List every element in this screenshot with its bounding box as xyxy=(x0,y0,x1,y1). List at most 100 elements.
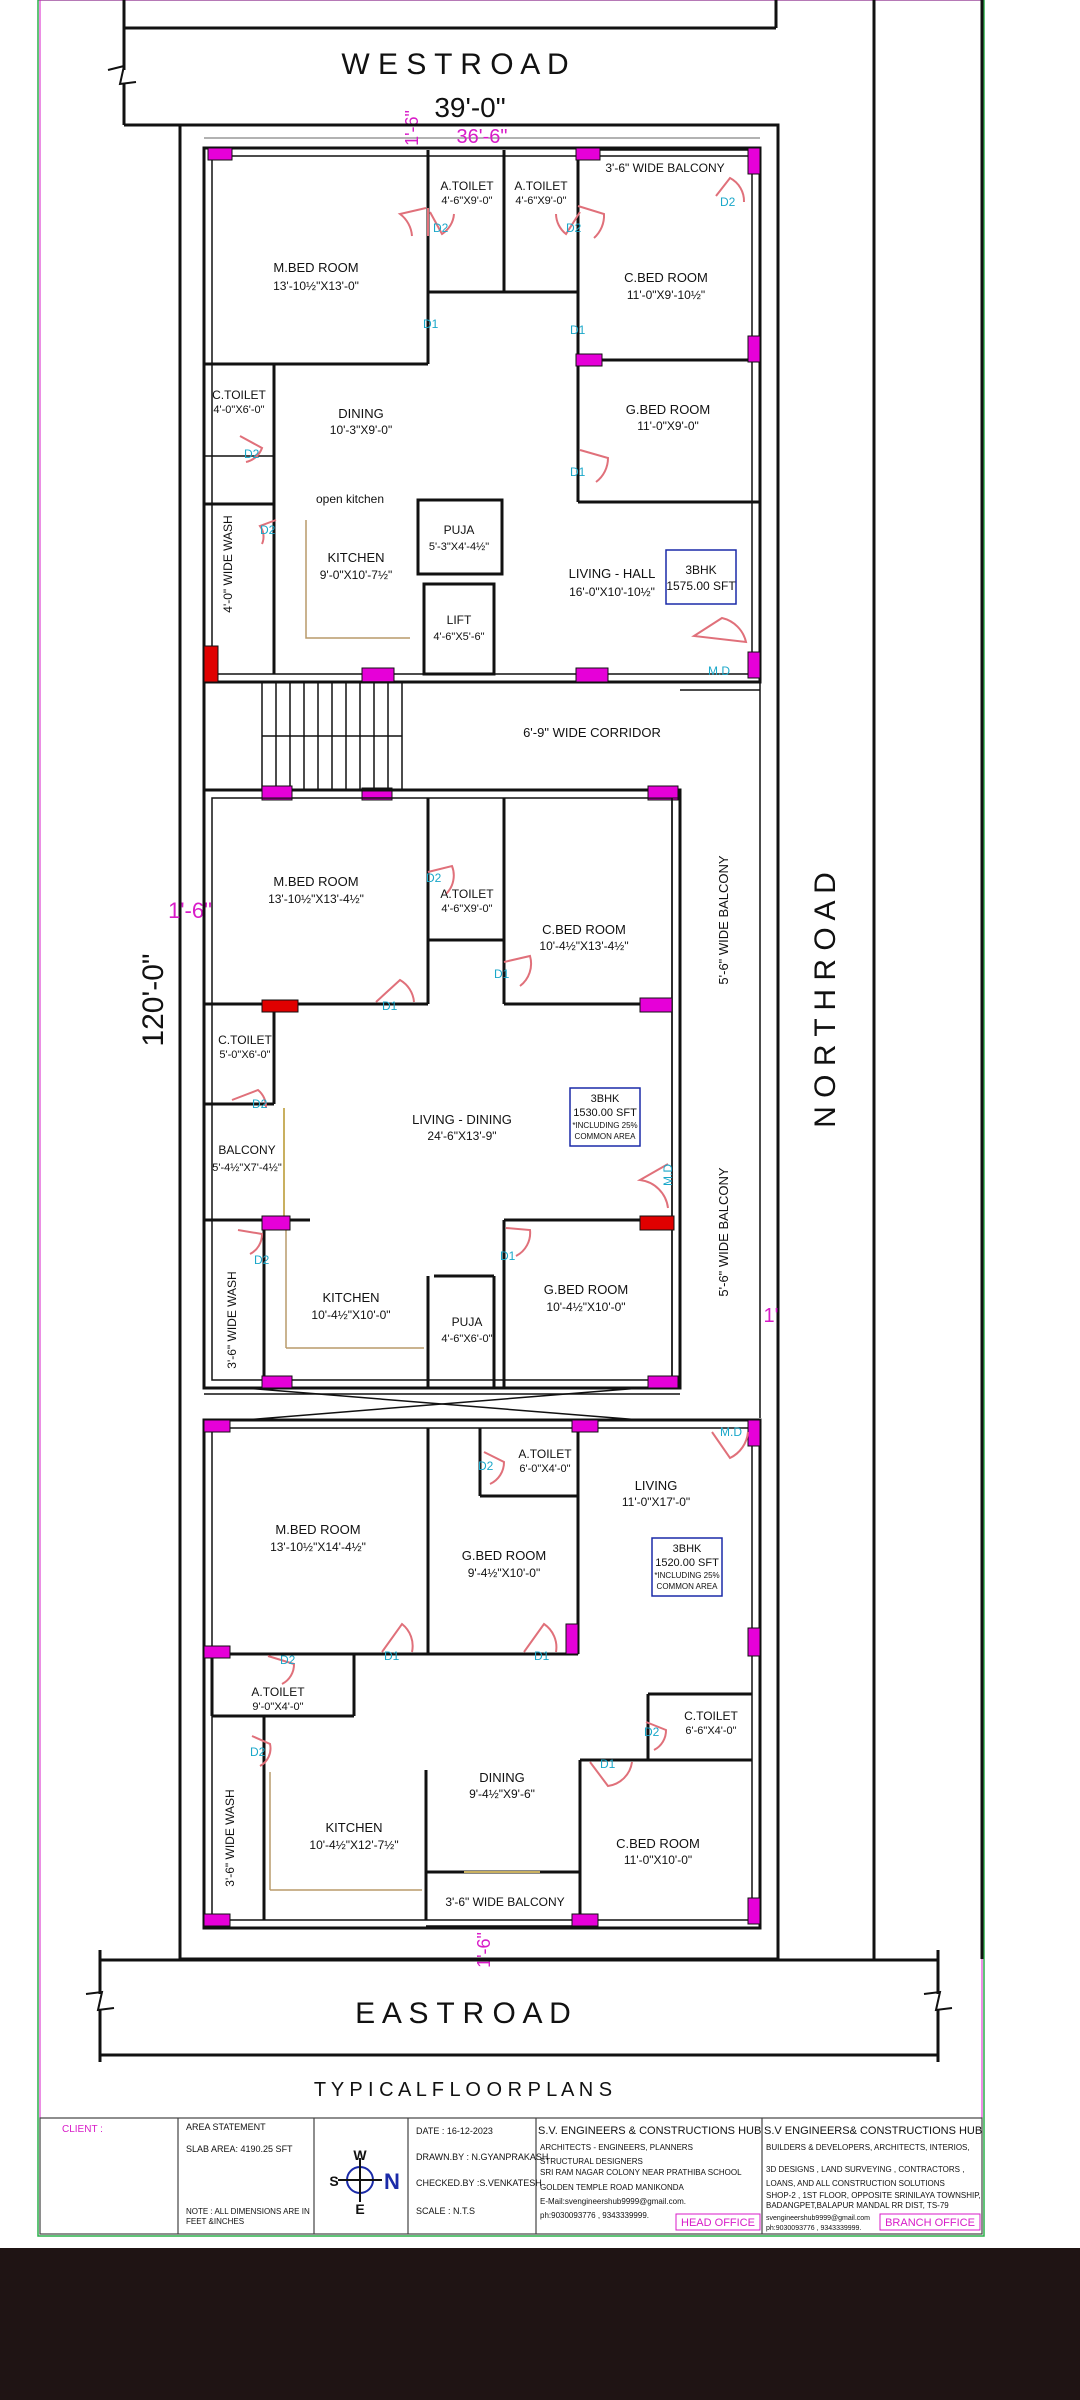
u3-wash: 3'-6" WIDE WASH xyxy=(223,1789,237,1886)
u2-badge-note1: *INCLUDING 25% xyxy=(572,1121,637,1130)
branch-office-label: BRANCH OFFICE xyxy=(885,2217,975,2229)
svg-text:D2: D2 xyxy=(720,195,736,209)
svg-text:M.D: M.D xyxy=(720,1425,742,1439)
svg-text:M.D: M.D xyxy=(661,1164,675,1186)
branch-name: S.V ENGINEERS& CONSTRUCTIONS HUB xyxy=(764,2125,982,2137)
svg-text:D1: D1 xyxy=(570,465,586,479)
svg-text:D1: D1 xyxy=(423,317,439,331)
u2-c-bed-name: C.BED ROOM xyxy=(542,922,626,937)
dimension-note-2: FEET &INCHES xyxy=(186,2217,244,2226)
branch-line-5: BADANGPET,BALAPUR MANDAL RR DIST, TS-79 xyxy=(766,2201,949,2210)
u2-a-toilet-size: 4'-6"X9'-0" xyxy=(441,903,492,915)
u1-a-toilet-2-name: A.TOILET xyxy=(514,179,568,193)
u3-badge-area: 1520.00 SFT xyxy=(655,1557,719,1569)
u1-wash: 4'-0" WIDE WASH xyxy=(221,515,235,612)
u1-a-toilet-1-name: A.TOILET xyxy=(440,179,494,193)
u2-side-balcony-2: 5'-6" WIDE BALCONY xyxy=(716,1167,731,1297)
u1-a-toilet-2-size: 4'-6"X9'-0" xyxy=(515,195,566,207)
u2-puja-name: PUJA xyxy=(452,1315,483,1329)
drawing-date: DATE : 16-12-2023 xyxy=(416,2126,493,2136)
u2-c-bed-size: 10'-4½"X13'-4½" xyxy=(539,939,628,953)
unit-3: D2 M.D D1 D1 D2 D2 D2 D1 A.TOILET 6'-0"X… xyxy=(202,1418,762,1968)
company-line-6: ph:9030093776 , 9343339999. xyxy=(540,2211,649,2220)
north-road-label: N O R T H R O A D xyxy=(809,872,842,1128)
svg-text:N: N xyxy=(384,2169,400,2194)
u1-badge-type: 3BHK xyxy=(685,563,716,577)
u3-living-name: LIVING xyxy=(635,1478,678,1493)
stair-corridor: 6'-9" WIDE CORRIDOR xyxy=(202,681,680,801)
u1-living-name: LIVING - HALL xyxy=(569,566,656,581)
svg-text:D1: D1 xyxy=(500,1249,516,1263)
u2-g-bed-name: G.BED ROOM xyxy=(544,1282,629,1297)
u2-area-badge xyxy=(569,1087,641,1147)
branch-line-1: BUILDERS & DEVELOPERS, ARCHITECTS, INTER… xyxy=(766,2143,970,2152)
u1-c-bed-size: 11'-0"X9'-10½" xyxy=(627,288,705,302)
sheet-border xyxy=(37,0,985,2237)
u2-c-toilet-name: C.TOILET xyxy=(218,1033,272,1047)
u1-c-bed-name: C.BED ROOM xyxy=(624,270,708,285)
svg-text:D2: D2 xyxy=(433,221,449,235)
floor-plan-drawing: W E S T R O A D 39'-0" 36'-6" 1'-6" 120'… xyxy=(37,0,985,2237)
u2-side-balcony-1: 5'-6" WIDE BALCONY xyxy=(716,855,731,985)
svg-text:D2: D2 xyxy=(280,1653,296,1667)
dim-top-offset: 1'-6" xyxy=(402,110,422,146)
svg-text:D2: D2 xyxy=(644,1725,660,1739)
u3-a-toilet-name: A.TOILET xyxy=(251,1685,305,1699)
u2-c-toilet-size: 5'-0"X6'-0" xyxy=(219,1049,270,1061)
u2-a-toilet-name: A.TOILET xyxy=(440,887,494,901)
u3-dining-name: DINING xyxy=(479,1770,525,1785)
dim-bottom-offset: 1'-6" xyxy=(474,1932,494,1968)
u1-kitchen-name: KITCHEN xyxy=(327,550,384,565)
branch-line-3: LOANS, AND ALL CONSTRUCTION SOLUTIONS xyxy=(766,2179,945,2188)
svg-text:E: E xyxy=(355,2201,364,2217)
title-block: CLIENT : AREA STATEMENT SLAB AREA: 4190.… xyxy=(39,2117,983,2235)
dim-top-outer: 39'-0" xyxy=(434,92,505,123)
company-line-2: STRUCTURAL DESIGNERS xyxy=(540,2157,643,2166)
svg-text:D1: D1 xyxy=(570,323,586,337)
svg-text:S: S xyxy=(329,2173,338,2189)
u1-a-toilet-1-size: 4'-6"X9'-0" xyxy=(441,195,492,207)
company-name: S.V. ENGINEERS & CONSTRUCTIONS HUB xyxy=(538,2125,761,2137)
u3-kitchen-name: KITCHEN xyxy=(325,1820,382,1835)
svg-text:M.D: M.D xyxy=(708,664,730,678)
svg-text:D1: D1 xyxy=(382,999,398,1013)
u3-a-toilet-size: 9'-0"X4'-0" xyxy=(252,1701,303,1713)
u1-dining-name: DINING xyxy=(338,406,384,421)
company-line-3: SRI RAM NAGAR COLONY NEAR PRATHIBA SCHOO… xyxy=(540,2168,742,2177)
u2-balcony-size: 5'-4½"X7'-4½" xyxy=(212,1162,282,1174)
u1-puja-size: 5'-3"X4'-4½" xyxy=(429,541,489,553)
u3-g-bed-name: G.BED ROOM xyxy=(462,1548,547,1563)
svg-text:D2: D2 xyxy=(566,221,582,235)
u2-balcony-name: BALCONY xyxy=(218,1143,275,1157)
branch-line-6: svengineershub9999@gmail.com xyxy=(766,2215,870,2222)
u2-puja-size: 4'-6"X6'-0" xyxy=(441,1333,492,1345)
u2-wash: 3'-6" WIDE WASH xyxy=(225,1271,239,1368)
u2-m-bed-name: M.BED ROOM xyxy=(273,874,358,889)
u3-c-bed-name: C.BED ROOM xyxy=(616,1836,700,1851)
u2-badge-area: 1530.00 SFT xyxy=(573,1107,637,1119)
drawing-sheet: W E S T R O A D 39'-0" 36'-6" 1'-6" 120'… xyxy=(0,0,1080,2248)
u2-living-size: 24'-6"X13'-9" xyxy=(427,1129,496,1143)
u3-g-bed-size: 9'-4½"X10'-0" xyxy=(468,1566,540,1580)
dim-right-offset: 1' xyxy=(764,1305,779,1327)
u3-m-bed-size: 13'-10½"X14'-4½" xyxy=(270,1540,366,1554)
dark-footer xyxy=(0,2248,1080,2400)
u1-badge-area: 1575.00 SFT xyxy=(666,579,736,593)
svg-text:D1: D1 xyxy=(534,1649,550,1663)
west-road-label: W E S T R O A D xyxy=(341,48,568,81)
u3-c-toilet-name: C.TOILET xyxy=(684,1709,738,1723)
dim-side-length: 120'-0" xyxy=(137,953,170,1046)
company-line-1: ARCHITECTS - ENGINEERS, PLANNERS xyxy=(540,2143,693,2152)
svg-text:D2: D2 xyxy=(254,1253,270,1267)
dimension-note: NOTE : ALL DIMENSIONS ARE IN xyxy=(186,2207,310,2216)
unit-1: D2 D2 D1 D1 D1 D2 D2 D2 M.D 3'-6" WIDE B… xyxy=(202,146,762,684)
company-line-5: E-Mail:svengineershub9999@gmail.com. xyxy=(540,2197,686,2206)
unit-2: D2 D1 D1 D2 D2 D1 M.D M.BED ROOM 13'-10½… xyxy=(202,682,761,1421)
u1-lift-size: 4'-6"X5'-6" xyxy=(433,631,484,643)
u3-living-size: 11'-0"X17'-0" xyxy=(622,1495,690,1509)
svg-text:D1: D1 xyxy=(384,1649,400,1663)
svg-text:W: W xyxy=(353,2147,367,2163)
top-dimensions: 39'-0" 36'-6" 1'-6" xyxy=(204,92,760,148)
scale: SCALE : N.T.S xyxy=(416,2206,475,2216)
u1-kitchen-size: 9'-0"X10'-7½" xyxy=(320,568,392,582)
